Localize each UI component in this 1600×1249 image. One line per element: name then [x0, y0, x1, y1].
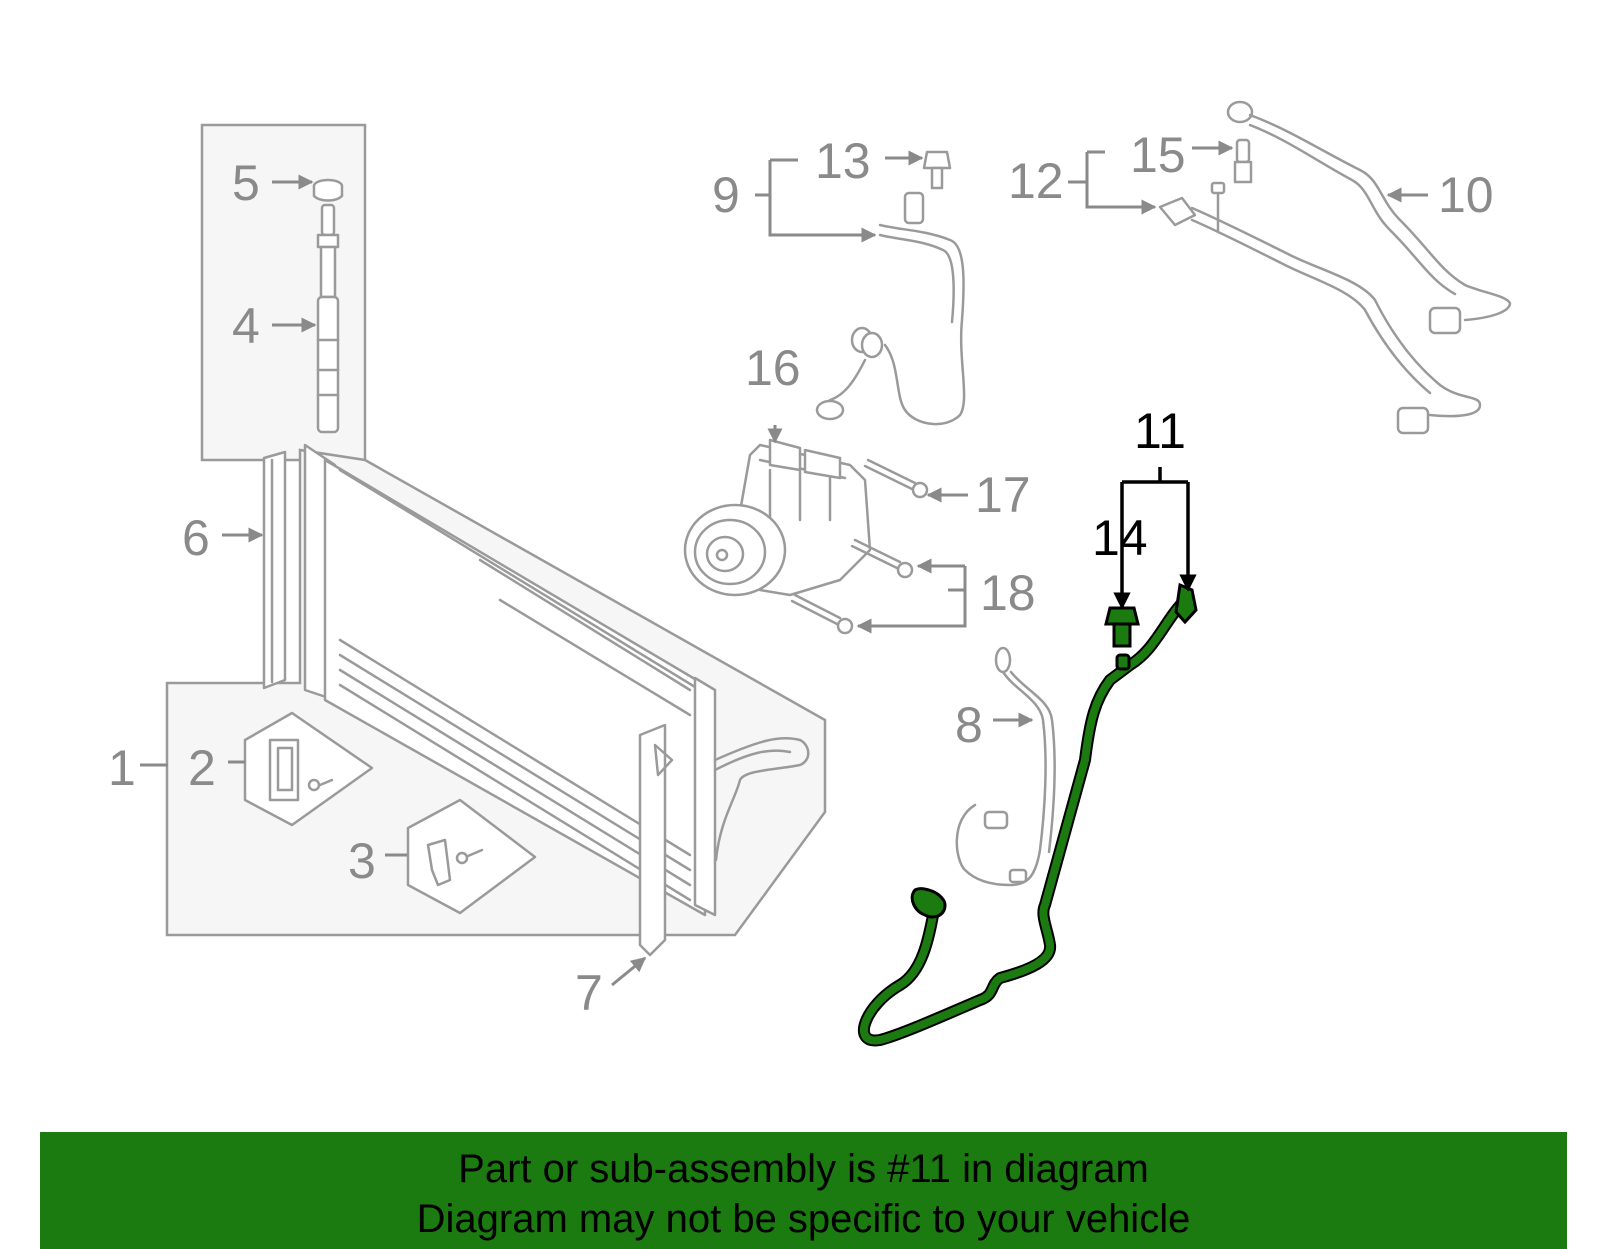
callout-10: 10 — [1438, 167, 1494, 223]
callout-4: 4 — [232, 298, 260, 354]
callout-6: 6 — [182, 510, 210, 566]
callout-18: 18 — [980, 565, 1036, 621]
callout-14: 14 — [1092, 510, 1148, 566]
drier-cartridge-4 — [316, 203, 340, 434]
callout-3: 3 — [348, 833, 376, 889]
bolt-13 — [922, 150, 952, 190]
banner-line-1: Part or sub-assembly is #11 in diagram — [458, 1147, 1149, 1191]
hose-8 — [955, 646, 1056, 887]
callout-17: 17 — [975, 467, 1031, 523]
callout-2: 2 — [188, 740, 216, 796]
bolt-17 — [863, 458, 929, 499]
callout-1: 1 — [108, 740, 136, 796]
hose-11-joint — [1115, 653, 1131, 671]
callout-11: 11 — [1134, 403, 1186, 459]
callout-9: 9 — [712, 167, 740, 223]
bolts-18 — [790, 538, 914, 635]
callout-8: 8 — [955, 697, 983, 753]
compressor-16 — [683, 438, 872, 597]
callout-7: 7 — [575, 965, 603, 1021]
hose-12 — [1158, 181, 1482, 435]
leader-lines — [140, 140, 1428, 987]
hose-11-top-fitting — [1174, 582, 1198, 625]
callout-12: 12 — [1008, 153, 1064, 209]
callout-15: 15 — [1130, 127, 1186, 183]
bolt-14 — [1104, 606, 1140, 648]
highlight-leader-lines — [1113, 467, 1197, 610]
callout-16: 16 — [745, 340, 801, 396]
hose-11-fill — [859, 596, 1189, 1045]
info-banner: Part or sub-assembly is #11 in diagram D… — [40, 1132, 1567, 1249]
side-bracket-7 — [638, 723, 667, 957]
seal-strip-6 — [262, 450, 287, 690]
hose-9 — [815, 191, 966, 426]
hose-11-end-fitting — [910, 887, 947, 919]
callout-5: 5 — [232, 155, 260, 211]
banner-line-2: Diagram may not be specific to your vehi… — [416, 1197, 1191, 1241]
condenser — [303, 443, 810, 917]
valve-15 — [1233, 138, 1253, 184]
cap-5 — [312, 178, 344, 202]
hose-10 — [1226, 100, 1512, 335]
hose-11-highlighted — [857, 582, 1198, 1047]
callout-13: 13 — [815, 133, 871, 189]
receiver-drier-panel — [200, 123, 367, 462]
